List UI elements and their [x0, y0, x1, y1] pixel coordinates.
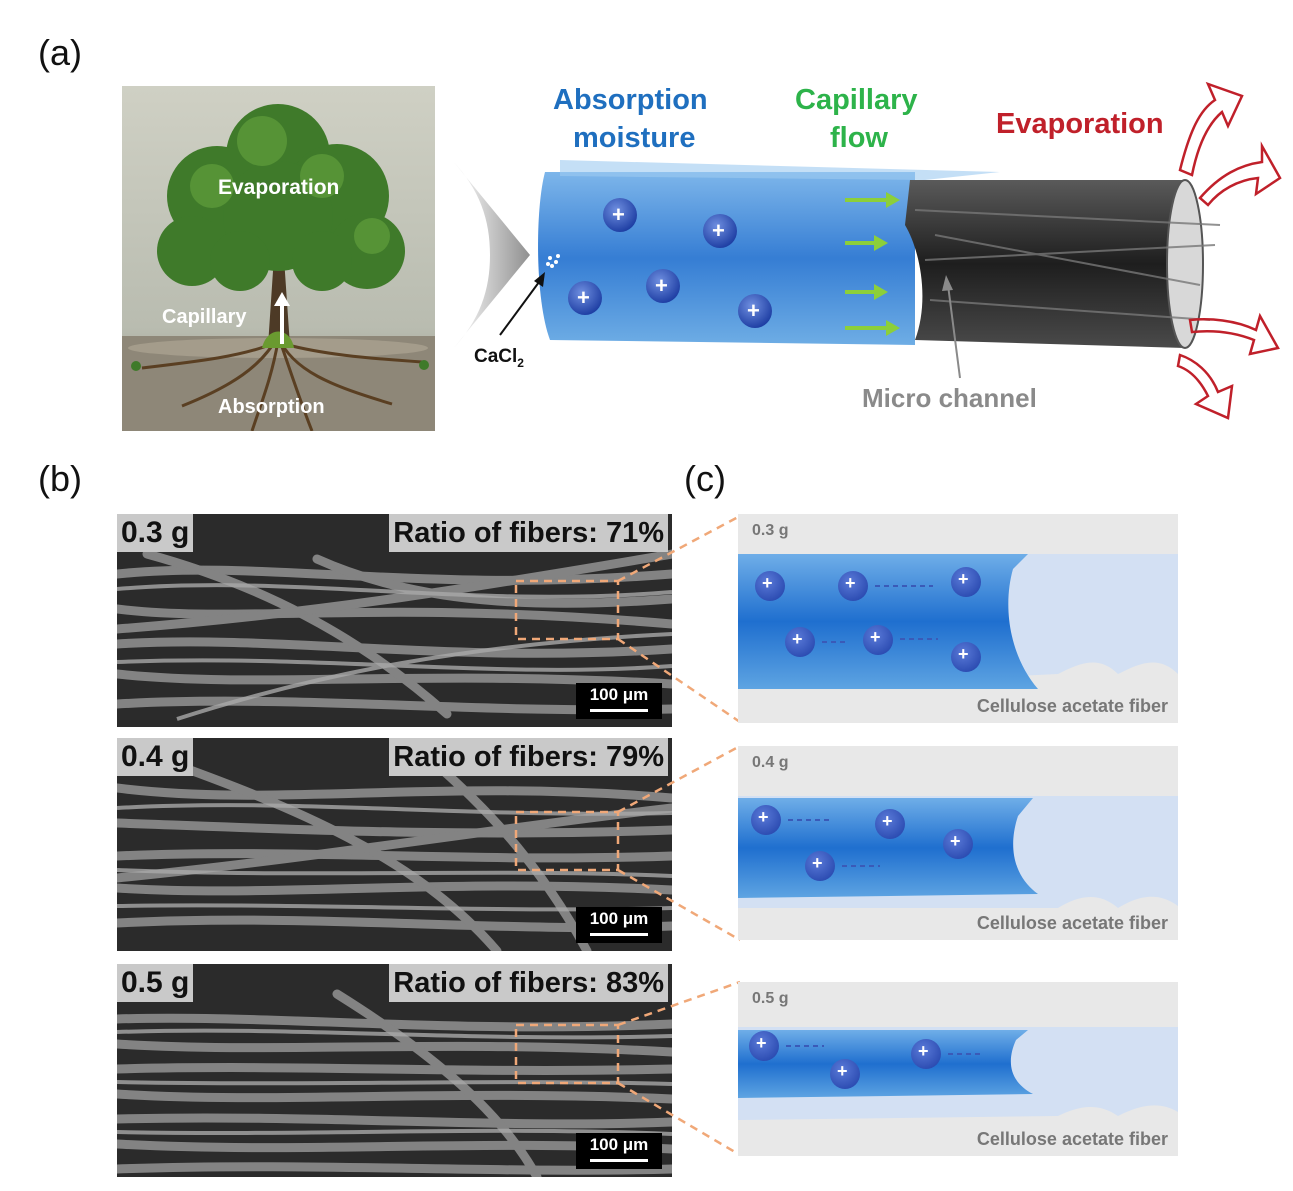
panel-label-b: (b): [38, 458, 82, 499]
schematic-2: 0.4 g Cellulose acetate fiber: [738, 746, 1178, 940]
tree-drawing: [122, 104, 435, 431]
cacl2-main: CaCl: [474, 346, 518, 367]
sem-mass-label-1: 0.3 g: [117, 514, 194, 552]
sem-fibers-1: [117, 549, 672, 721]
sem-ratio-label-2: Ratio of fibers: 79%: [389, 738, 668, 776]
schematic-caption-2: Cellulose acetate fiber: [976, 913, 1168, 933]
schematic-caption-1: Cellulose acetate fiber: [976, 696, 1168, 716]
capillary-flow-label-line1: Capillary: [795, 84, 918, 116]
sem-ratio-label-1: Ratio of fibers: 71%: [389, 514, 668, 552]
absorption-moisture-label-line2: moisture: [573, 122, 696, 154]
schematic-graphics-2: [738, 796, 1178, 908]
panel-label-c: (c): [684, 458, 726, 499]
schematic-mass-label-2: 0.4 g: [752, 754, 789, 771]
blue-fiber: [538, 172, 915, 345]
schematic-1: 0.3 g Cellulose acetate fiber: [738, 514, 1178, 723]
sem-image-2: 0.4 g Ratio of fibers: 79% 100 μm: [117, 738, 672, 951]
schem1-plus-3: +: [958, 569, 969, 589]
micro-channel-label: Micro channel: [862, 383, 1037, 413]
dark-fiber: [905, 180, 1197, 348]
tree-absorption-label: Absorption: [218, 396, 325, 418]
tree-capillary-label: Capillary: [162, 306, 247, 328]
absorption-moisture-label-line1: Absorption: [553, 84, 708, 116]
schem1-plus-4: +: [792, 629, 803, 649]
schem3-plus-1: +: [756, 1033, 767, 1053]
schem1-plus-2: +: [845, 573, 856, 593]
schem1-plus-6: +: [958, 644, 969, 664]
scale-bar-label-2: 100 μm: [589, 909, 649, 928]
schematic-graphics-3: [738, 1027, 1178, 1120]
schematic-mass-label-3: 0.5 g: [752, 990, 789, 1007]
tree-evaporation-label: Evaporation: [218, 176, 340, 199]
ion-plus-2: +: [712, 218, 725, 243]
schematic-caption-3: Cellulose acetate fiber: [976, 1129, 1168, 1149]
scale-bar-label-1: 100 μm: [589, 685, 649, 704]
schem3-plus-3: +: [918, 1041, 929, 1061]
capillary-flow-label-line2: flow: [830, 122, 888, 154]
schem2-plus-4: +: [812, 853, 823, 873]
ion-plus-3: +: [577, 285, 590, 310]
schem2-plus-1: +: [758, 807, 769, 827]
schem1-plus-1: +: [762, 573, 773, 593]
schem1-plus-5: +: [870, 627, 881, 647]
sem-image-1: 0.3 g Ratio of fibers: 71% 100 μm: [117, 514, 672, 727]
scale-bar-label-3: 100 μm: [589, 1135, 649, 1154]
schem2-plus-2: +: [882, 811, 893, 831]
cacl2-label: CaCl2: [474, 346, 524, 370]
sem-mass-label-2: 0.4 g: [117, 738, 194, 776]
scale-bar-2: 100 μm: [576, 907, 662, 943]
sem-ratio-label-3: Ratio of fibers: 83%: [389, 964, 668, 1002]
ion-plus-5: +: [747, 298, 760, 323]
ion-plus-4: +: [655, 273, 668, 298]
cacl2-subscript: 2: [517, 355, 524, 370]
schem3-plus-2: +: [837, 1061, 848, 1081]
schem2-plus-3: +: [950, 831, 961, 851]
sem-mass-label-3: 0.5 g: [117, 964, 194, 1002]
schematic-3: 0.5 g Cellulose acetate fiber: [738, 982, 1178, 1156]
scale-bar-3: 100 μm: [576, 1133, 662, 1169]
panel-label-a: (a): [38, 32, 82, 73]
ion-group: [568, 198, 772, 328]
evaporation-label: Evaporation: [996, 108, 1164, 140]
scale-bar-1: 100 μm: [576, 683, 662, 719]
schematic-graphics-1: [738, 554, 1178, 689]
sem-image-3: 0.5 g Ratio of fibers: 83% 100 μm: [117, 964, 672, 1177]
ion-plus-1: +: [612, 202, 625, 227]
tree-illustration: Evaporation Capillary Absorption: [122, 86, 435, 431]
transition-arrow: [452, 160, 530, 350]
schematic-mass-label-1: 0.3 g: [752, 522, 789, 539]
